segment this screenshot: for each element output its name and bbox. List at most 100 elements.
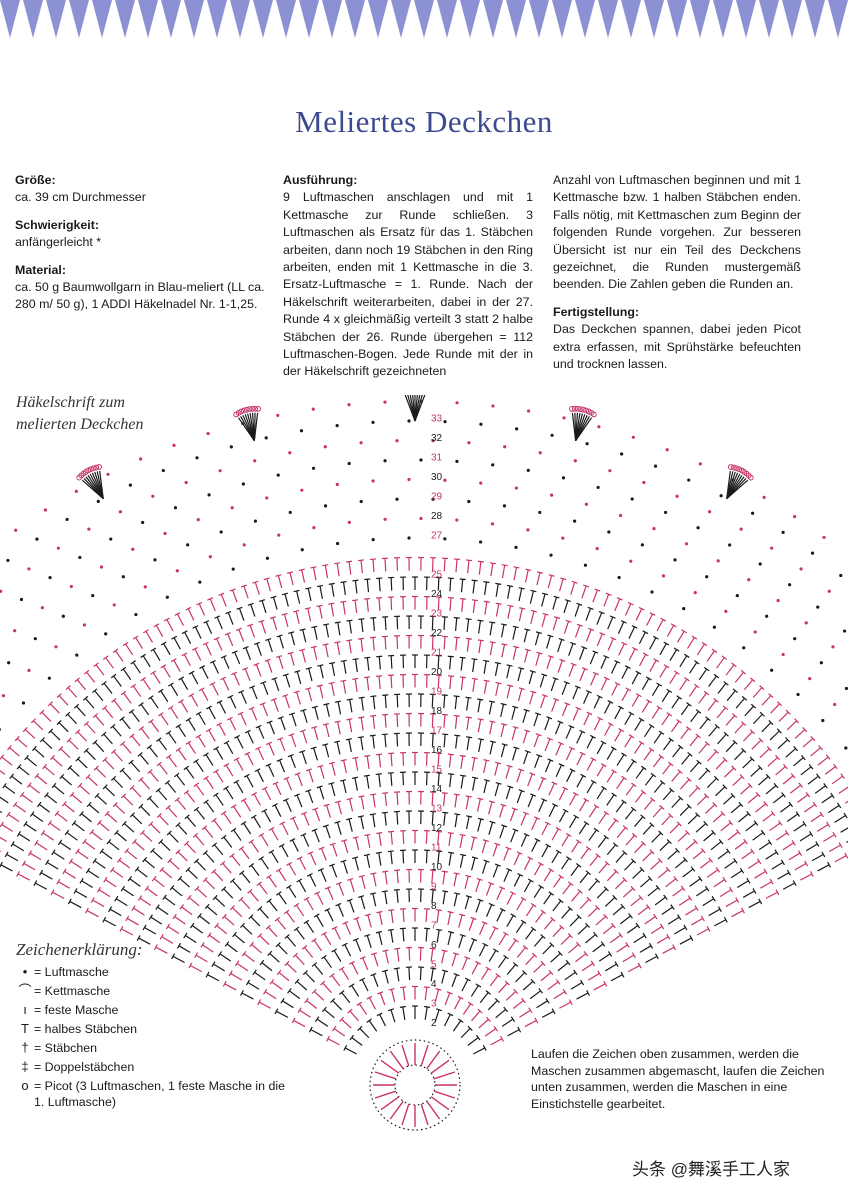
stitch xyxy=(226,765,233,776)
stitch xyxy=(680,679,687,690)
center-stitch xyxy=(390,1101,403,1119)
chain-stitch xyxy=(618,576,621,579)
stitch xyxy=(741,786,751,795)
stitch xyxy=(224,889,233,898)
chain-stitch xyxy=(843,629,846,632)
stitch xyxy=(162,870,172,878)
chain-stitch xyxy=(44,508,47,511)
stitch-bar xyxy=(501,624,507,625)
chain-stitch xyxy=(141,521,144,524)
stitch xyxy=(681,704,689,715)
stitch xyxy=(534,887,541,898)
stitch xyxy=(482,841,486,853)
stitch xyxy=(187,843,196,852)
stitch xyxy=(141,779,150,789)
stitch xyxy=(680,656,687,667)
stitch-bar xyxy=(341,760,347,761)
stitch-bar xyxy=(148,696,153,699)
stitch-bar xyxy=(436,910,442,911)
stitch xyxy=(608,639,613,651)
stitch xyxy=(343,602,345,615)
stitch-bar xyxy=(370,735,376,736)
chain-stitch xyxy=(562,476,565,479)
stitch-bar xyxy=(311,626,317,627)
stitch xyxy=(285,696,289,708)
stitch-bar xyxy=(158,689,163,692)
stitch xyxy=(461,1028,470,1037)
stitch-bar xyxy=(513,626,519,627)
stitch-bar xyxy=(604,811,609,814)
stitch xyxy=(608,617,613,629)
stitch xyxy=(562,835,569,846)
stitch xyxy=(504,848,509,860)
stitch-bar xyxy=(460,677,466,678)
legend-title: Zeichenerklärung: xyxy=(16,940,143,960)
stitch xyxy=(455,696,456,709)
stitch xyxy=(733,777,742,786)
stitch-bar xyxy=(347,620,353,621)
stitch-bar xyxy=(186,741,191,744)
chain-stitch xyxy=(151,495,154,498)
stitch xyxy=(638,907,648,915)
round-number: 18 xyxy=(431,706,443,717)
stitch xyxy=(168,927,179,934)
stitch xyxy=(122,770,131,780)
stitch xyxy=(324,957,332,968)
stitch-bar xyxy=(466,560,472,561)
stitch xyxy=(209,708,215,719)
legend-item: ⌒= Kettmasche xyxy=(16,983,286,999)
stitch xyxy=(216,748,223,759)
stitch xyxy=(450,656,451,669)
stitch-bar xyxy=(507,585,513,586)
stitch xyxy=(519,608,522,621)
stitch xyxy=(493,865,498,877)
stitch xyxy=(524,752,528,764)
stitch xyxy=(122,719,130,729)
stitch xyxy=(342,992,350,1002)
stitch xyxy=(220,702,226,714)
chain-stitch xyxy=(144,585,147,588)
stitch xyxy=(114,751,123,761)
stitch xyxy=(68,688,77,698)
stitch xyxy=(223,678,229,690)
stitch xyxy=(534,735,538,747)
stitch xyxy=(620,916,630,924)
stitch xyxy=(672,772,680,782)
stitch xyxy=(257,643,261,655)
stitch xyxy=(308,608,311,621)
stitch xyxy=(760,749,769,758)
stitch-bar xyxy=(684,654,689,657)
stitch xyxy=(309,770,313,782)
stitch-bar xyxy=(631,759,636,762)
stitch xyxy=(426,831,427,844)
stitch xyxy=(185,936,196,943)
stitch xyxy=(297,795,302,807)
chain-stitch xyxy=(443,537,446,540)
chain-stitch xyxy=(254,520,257,523)
stitch xyxy=(622,667,628,679)
stitch-bar xyxy=(442,970,448,972)
stitch xyxy=(629,627,635,639)
border-triangle xyxy=(460,0,480,38)
stitch xyxy=(773,795,783,803)
chain-stitch xyxy=(717,559,720,562)
stitch-bar xyxy=(221,811,226,814)
chain-stitch xyxy=(174,506,177,509)
stitch xyxy=(379,774,381,787)
stitch xyxy=(332,975,340,985)
stitch-bar xyxy=(323,703,329,704)
stitch xyxy=(472,858,475,871)
stitch xyxy=(582,586,586,598)
stitch xyxy=(187,817,195,827)
stitch xyxy=(551,679,555,691)
stitch xyxy=(634,936,645,943)
stitch xyxy=(461,776,463,789)
stitch xyxy=(279,870,286,881)
stitch-bar xyxy=(149,915,152,920)
stitch xyxy=(517,770,521,782)
chain-stitch xyxy=(57,547,60,550)
stitch xyxy=(385,951,388,964)
stitch xyxy=(0,767,5,775)
legend-text: = Doppelstäbchen xyxy=(34,1059,286,1075)
stitch xyxy=(124,796,133,805)
